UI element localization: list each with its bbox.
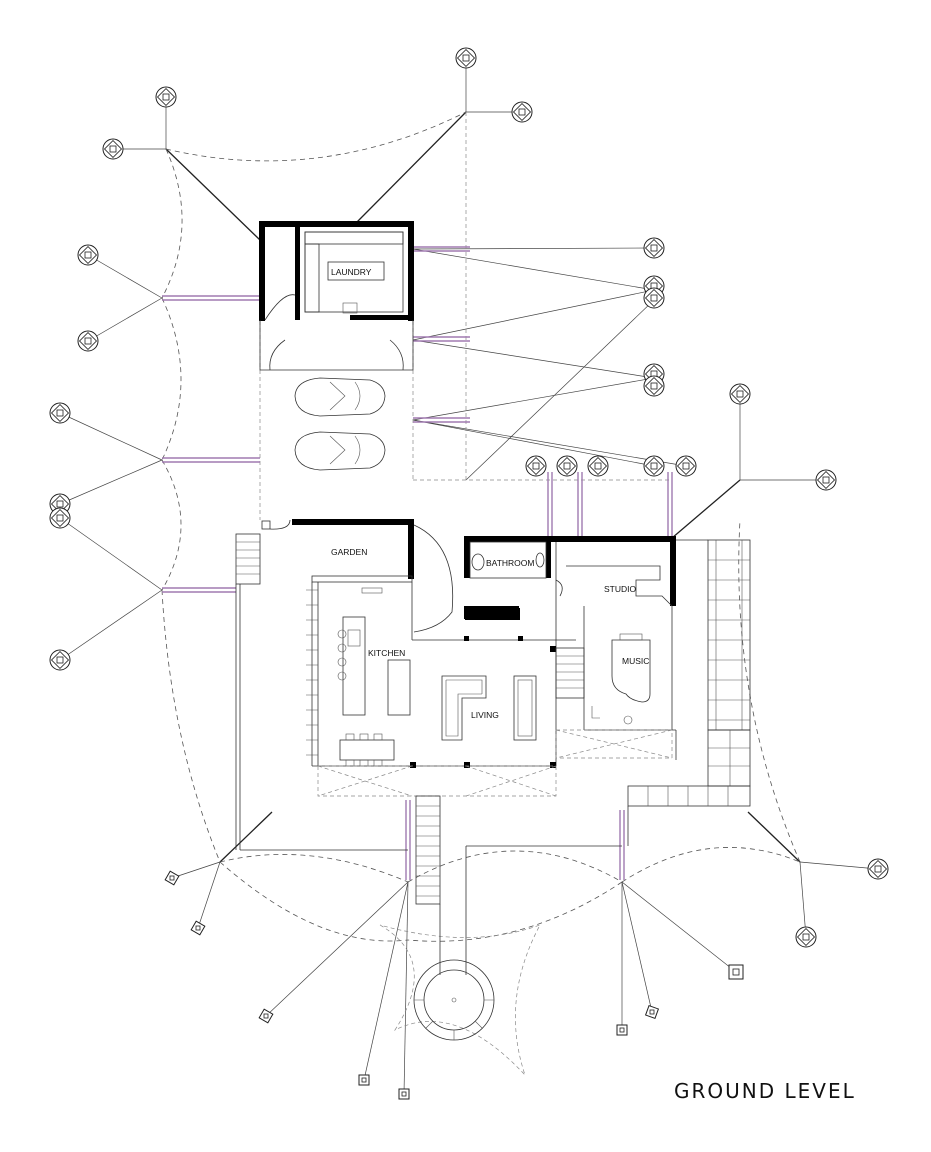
room-label-living: LIVING [471, 710, 499, 720]
ground-anchors [49, 47, 889, 948]
garden-wall [261, 519, 454, 633]
anchor-plate-icon [164, 870, 180, 886]
tie-cables [59, 58, 879, 1095]
anchor-icon [643, 287, 665, 309]
attachment-lines [162, 246, 673, 880]
anchor-plate-icon [398, 1088, 410, 1100]
room-label-kitchen: KITCHEN [368, 648, 405, 658]
round-feature [413, 959, 495, 1041]
laundry-block [259, 221, 414, 371]
anchor-icon [155, 86, 177, 108]
room-label-music: MUSIC [622, 656, 649, 666]
room-label-garden: GARDEN [331, 547, 367, 557]
anchor-icon [455, 47, 477, 69]
anchor-plate-icon [258, 1008, 274, 1024]
anchor-icon [556, 455, 578, 477]
anchor-icon [675, 455, 697, 477]
anchor-icon [49, 649, 71, 671]
anchor-icon [77, 244, 99, 266]
anchor-icon [587, 455, 609, 477]
parked-cars [294, 377, 386, 471]
anchor-icon [525, 455, 547, 477]
room-labels: LAUNDRY GARDEN BATHROOM STUDIO KITCHEN M… [331, 267, 649, 720]
anchor-icon [867, 858, 889, 880]
anchor-icon [102, 138, 124, 160]
anchor-icon [49, 402, 71, 424]
square-anchors [164, 870, 744, 1100]
anchor-icon [643, 455, 665, 477]
anchor-plate-icon [644, 1004, 660, 1020]
anchor-icon [77, 330, 99, 352]
room-label-studio: STUDIO [604, 584, 637, 594]
anchor-icon [815, 469, 837, 491]
anchor-icon [795, 926, 817, 948]
anchor-icon [49, 507, 71, 529]
west-stairs [235, 533, 261, 850]
room-label-laundry: LAUNDRY [331, 267, 372, 277]
anchor-icon [729, 383, 751, 405]
room-label-bathroom: BATHROOM [486, 558, 534, 568]
anchor-icon [643, 375, 665, 397]
shade-sail-outlines [161, 111, 801, 1076]
plan-title: GROUND LEVEL [674, 1079, 856, 1103]
anchor-plate-icon [190, 920, 206, 936]
anchor-icon [643, 237, 665, 259]
anchor-plate-icon [358, 1074, 370, 1086]
anchor-icon [511, 101, 533, 123]
anchor-plate-icon [616, 1024, 628, 1036]
main-house [306, 536, 676, 797]
east-stairs [627, 539, 751, 807]
anchor-plate-icon [728, 964, 744, 980]
entry-stairs [240, 795, 629, 975]
